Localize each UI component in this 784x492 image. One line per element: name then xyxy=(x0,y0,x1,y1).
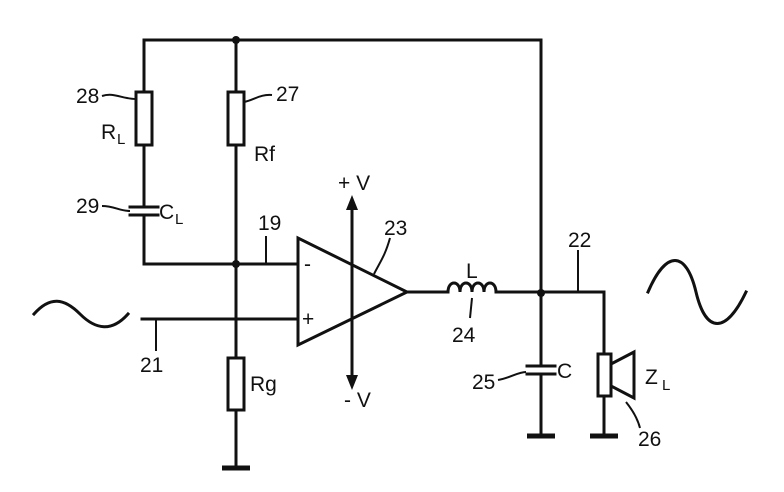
capacitor-c xyxy=(525,364,557,376)
resistor-rf xyxy=(226,90,246,147)
inductor-out-wire xyxy=(494,290,606,356)
leader-25 xyxy=(497,371,527,381)
leader-29 xyxy=(101,205,131,212)
leader-24 xyxy=(469,297,473,319)
ref-24: 24 xyxy=(452,324,476,347)
label-capacitor: C xyxy=(557,360,572,383)
output-wave-icon xyxy=(646,259,748,325)
speaker-cone-icon xyxy=(609,349,636,401)
ref-22: 22 xyxy=(568,229,591,252)
ref-28: 28 xyxy=(76,85,99,108)
leader-26 xyxy=(625,401,641,429)
label-rl-sub: L xyxy=(117,131,125,148)
leader-28 xyxy=(101,93,137,100)
ref-19: 19 xyxy=(258,212,281,235)
label-cl-sub: L xyxy=(175,211,183,228)
label-minus-v: - V xyxy=(344,389,371,412)
ref-25: 25 xyxy=(472,371,495,394)
ref-29: 29 xyxy=(76,195,99,218)
ref-27: 27 xyxy=(276,83,299,106)
ref-23: 23 xyxy=(384,217,407,240)
label-rf: Rf xyxy=(254,143,275,166)
resistor-rg xyxy=(226,356,246,412)
leader-27 xyxy=(243,93,273,103)
top-feedback-wire xyxy=(142,38,543,295)
label-rl-main: R xyxy=(101,121,116,144)
label-noninverting-input: + xyxy=(302,308,314,331)
resistor-rl xyxy=(134,90,154,147)
rl-branch-wire xyxy=(142,38,302,266)
inductor-l xyxy=(446,281,498,294)
ref-26: 26 xyxy=(638,428,661,451)
input-wave-icon xyxy=(31,299,131,329)
label-rg: Rg xyxy=(250,373,277,396)
leader-23 xyxy=(373,237,391,275)
label-inverting-input: - xyxy=(304,253,311,276)
label-zl-sub: L xyxy=(662,377,670,394)
arrow-down xyxy=(346,375,358,390)
capacitor-cl xyxy=(128,205,160,217)
label-inductor: L xyxy=(466,260,478,283)
label-zl-main: Z xyxy=(645,366,658,389)
label-plus-v: + V xyxy=(338,172,370,195)
ref-21: 21 xyxy=(140,354,163,377)
label-cl-main: C xyxy=(159,201,174,224)
speaker-load xyxy=(596,352,613,398)
arrow-up xyxy=(346,195,358,210)
junction-inv xyxy=(232,260,240,268)
